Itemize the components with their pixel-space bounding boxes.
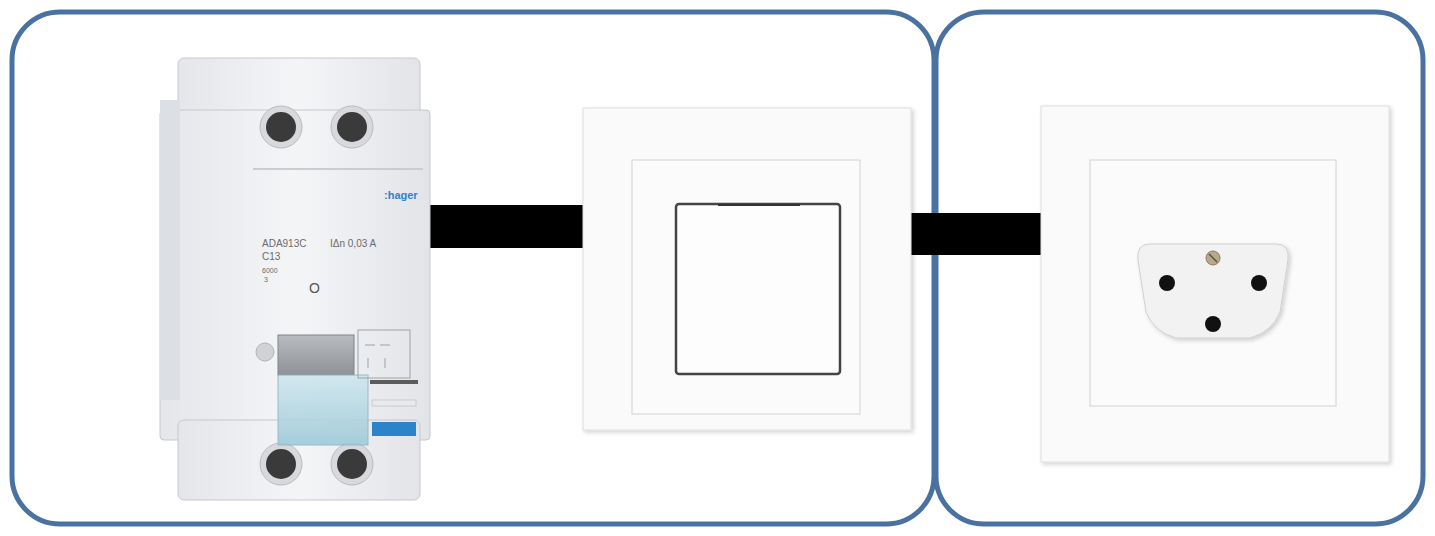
wire xyxy=(428,205,584,248)
model-label: ADA913C xyxy=(262,239,306,249)
wire xyxy=(910,213,1042,255)
breaking-capacity-label: 6000 xyxy=(262,267,278,274)
off-mark: O xyxy=(309,281,320,295)
panel xyxy=(936,12,1423,524)
rating-label: C13 xyxy=(262,252,280,262)
class-label: 3 xyxy=(264,276,268,283)
brand-label: :hager xyxy=(384,190,418,201)
rcbo-breaker xyxy=(160,58,430,500)
residual-current-label: IΔn 0,03 A xyxy=(330,239,376,249)
power-socket xyxy=(1041,106,1389,462)
light-switch xyxy=(583,108,911,430)
panel xyxy=(12,12,934,524)
